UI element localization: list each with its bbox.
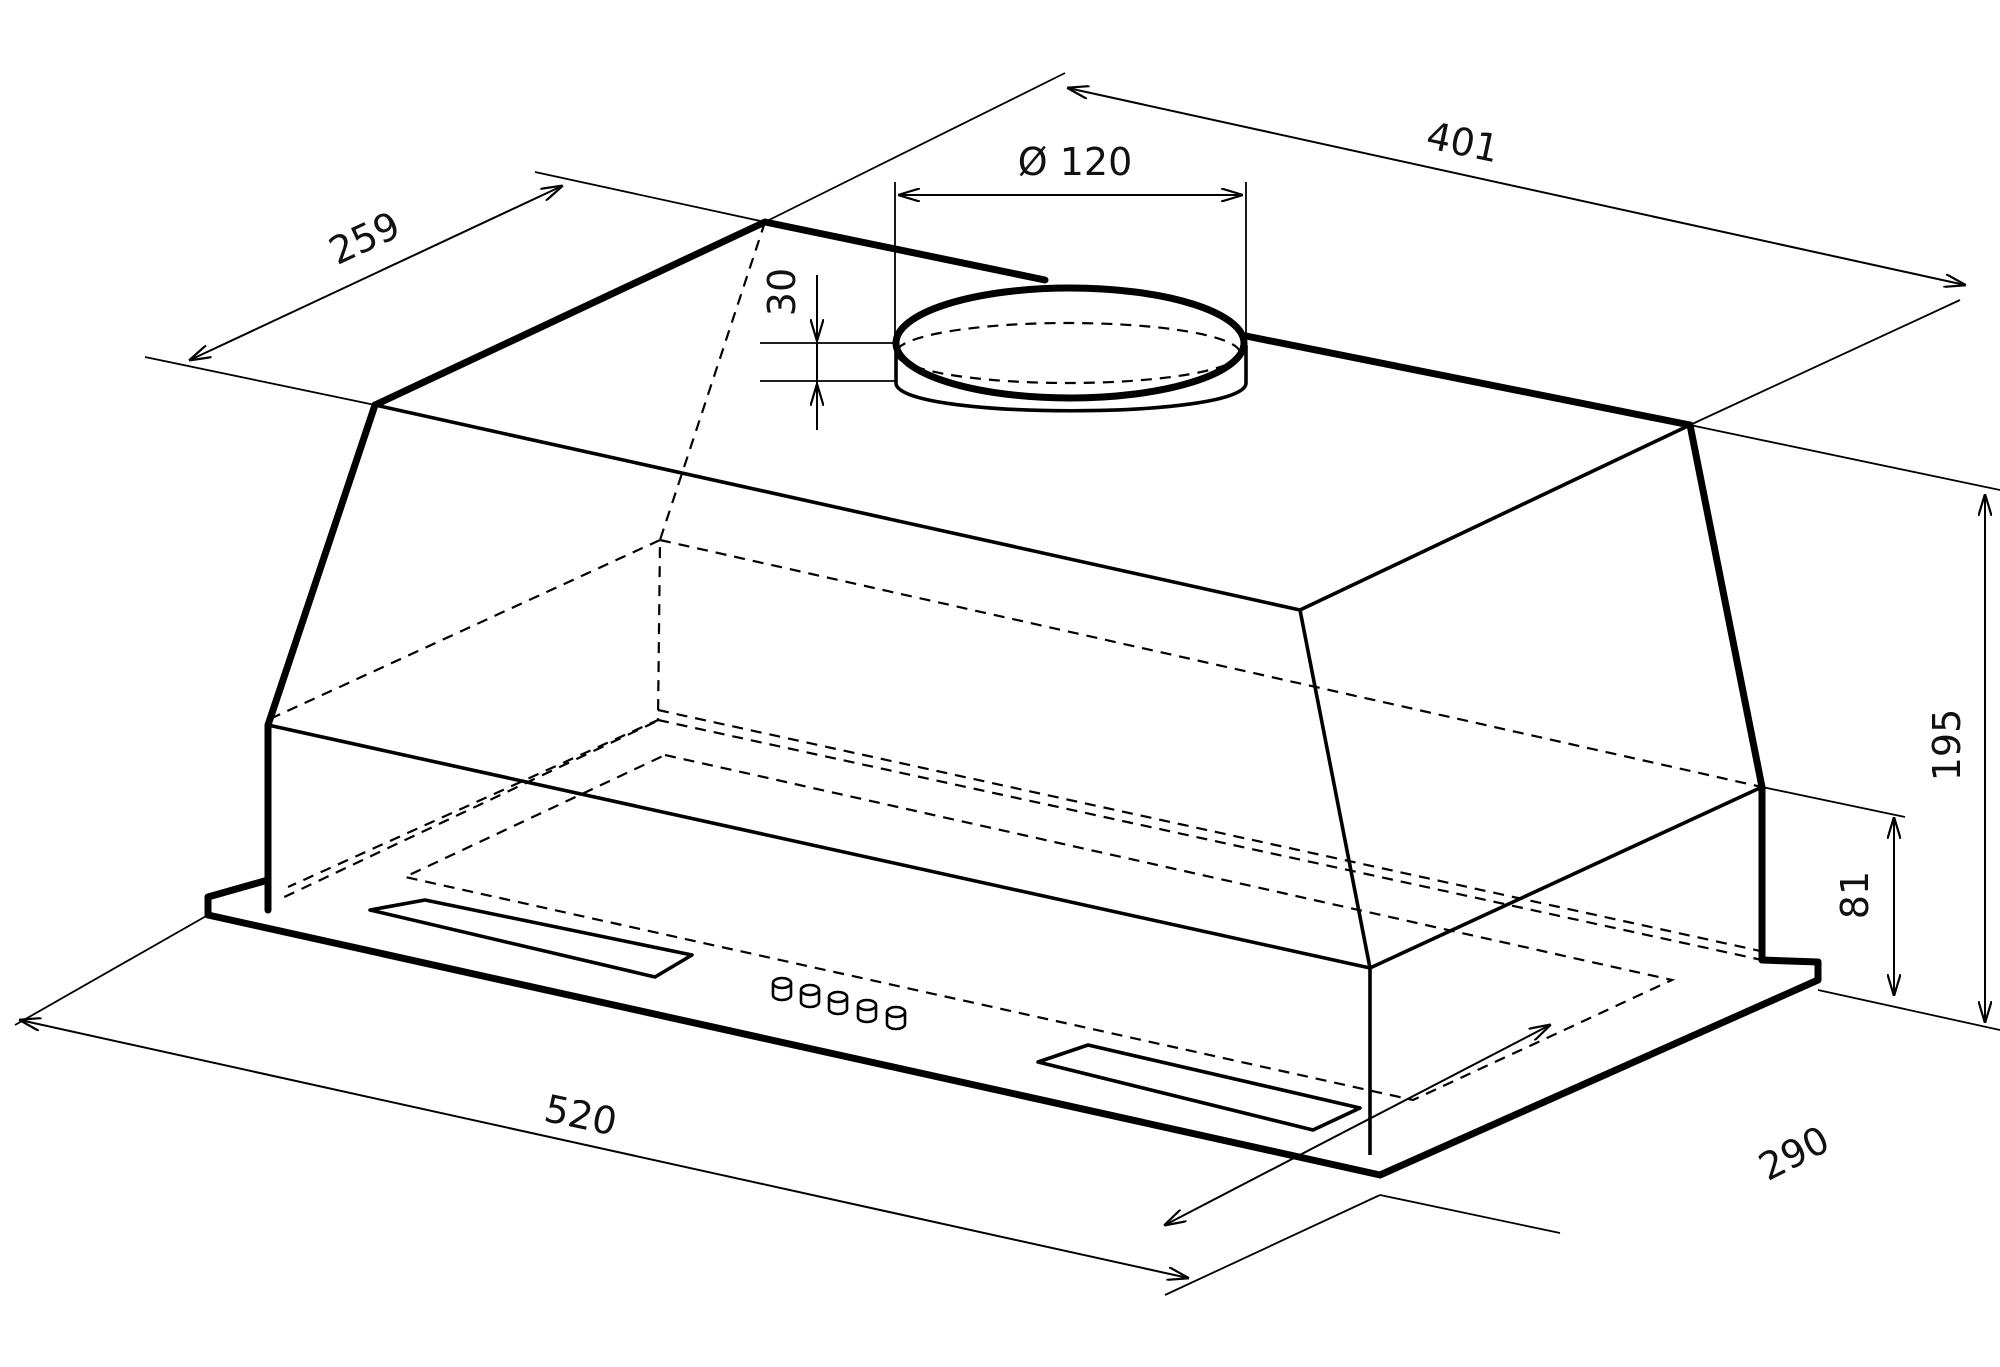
extension-lines [14,72,2000,1296]
top-rim [371,218,1049,409]
label-width-bottom: 520 [541,1086,621,1144]
label-duct-diameter: Ø 120 [1018,140,1133,184]
label-height-panel: 81 [1833,871,1877,919]
filter-right [1036,1043,1362,1132]
duct-ring [892,284,1248,402]
right-side [1686,421,1766,964]
outline-heavy [204,218,1822,1179]
visible-edges [209,345,1819,1177]
control-knob [771,976,793,1002]
dim-arrow-290 [1165,1025,1550,1225]
control-knob [885,1005,907,1031]
hidden-lines [271,221,1766,1102]
bottom-panel-top [204,876,272,919]
dim-arrow-520 [20,1020,1188,1278]
left-side [264,401,379,914]
control-knob [827,990,849,1016]
bottom-panel-front [204,911,1822,1179]
dim-arrow-401 [1068,88,1965,285]
label-duct-height: 30 [760,268,804,316]
filter-left [368,898,694,979]
dimension-arrows [20,88,1985,1278]
label-depth-top: 259 [322,203,406,274]
control-knob [799,983,821,1009]
dim-arrow-259 [190,186,562,360]
label-height-total: 195 [1925,709,1969,782]
label-width-top: 401 [1423,113,1503,171]
control-buttons [771,976,907,1031]
label-depth-bottom: 290 [1752,1117,1837,1189]
control-knob [856,998,878,1024]
